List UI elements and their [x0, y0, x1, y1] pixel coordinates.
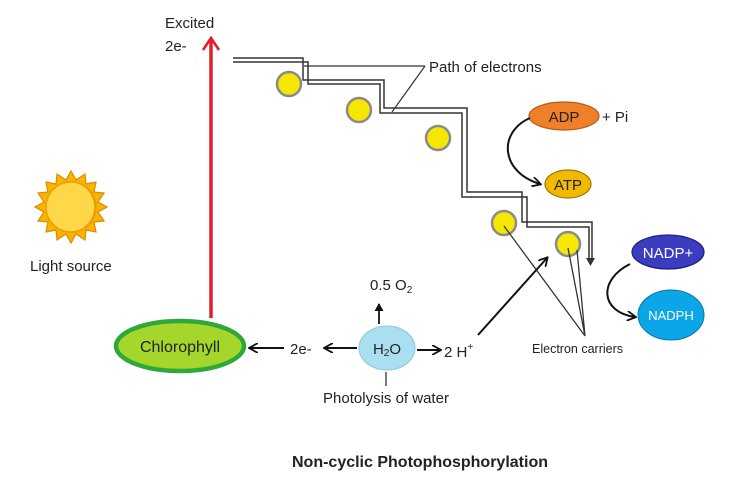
- electron-carrier-3: [424, 124, 452, 152]
- adp-to-atp-arrow: [506, 117, 540, 184]
- hydrogen-sup: +: [467, 342, 473, 353]
- excitation-arrowhead: [201, 35, 221, 51]
- diagram-title: Non-cyclic Photophosphorylation: [292, 454, 548, 471]
- electron-carrier-1: [275, 70, 303, 98]
- path-label-leader: [304, 65, 426, 113]
- electron-carriers-leader: [503, 225, 586, 337]
- oxygen-coef: 0.5 O: [370, 277, 407, 294]
- adp-node: [528, 101, 600, 131]
- excited-label: Excited: [165, 15, 214, 32]
- oxygen-label: 0.5 O2: [370, 277, 413, 296]
- electron-path-inner: [233, 61, 590, 258]
- nadph-node: [637, 289, 705, 341]
- nadph-label: NADPH: [648, 308, 694, 323]
- water-node: [358, 325, 416, 371]
- electron-carrier-4: [490, 209, 518, 237]
- hydrogen-text: 2 H: [444, 344, 467, 361]
- electron-path-end-arrowhead: [586, 258, 595, 266]
- water-o: O: [389, 341, 401, 358]
- photolysis-label: Photolysis of water: [323, 390, 449, 407]
- atp-node: [544, 169, 592, 199]
- water-sub: 2: [384, 348, 390, 359]
- nadp-plus-node: [631, 234, 705, 270]
- water-label: H2O: [373, 341, 401, 359]
- electron-carrier-5: [554, 230, 582, 258]
- path-of-electrons-label: Path of electrons: [429, 59, 542, 76]
- atp-label: ATP: [554, 177, 582, 194]
- electron-path-outer: [233, 57, 593, 258]
- light-source-label: Light source: [30, 258, 112, 275]
- adp-label: ADP: [549, 109, 580, 126]
- nadp-to-nadph-arrow: [606, 263, 635, 317]
- hydrogen-to-carrier-arrow: [477, 258, 547, 336]
- two-electrons-label: 2e-: [290, 341, 312, 358]
- sun-icon: [33, 169, 109, 245]
- hydrogen-label: 2 H+: [444, 342, 473, 361]
- oxygen-sub: 2: [407, 285, 413, 296]
- pi-label: + Pi: [602, 109, 628, 126]
- excited-2e-label: 2e-: [165, 38, 187, 55]
- water-h: H: [373, 341, 384, 358]
- chlorophyll-label: Chlorophyll: [140, 339, 220, 356]
- electron-carriers-label: Electron carriers: [532, 342, 623, 356]
- nadp-plus-label: NADP+: [643, 245, 694, 262]
- chlorophyll-node: [113, 318, 247, 374]
- electron-carrier-2: [345, 96, 373, 124]
